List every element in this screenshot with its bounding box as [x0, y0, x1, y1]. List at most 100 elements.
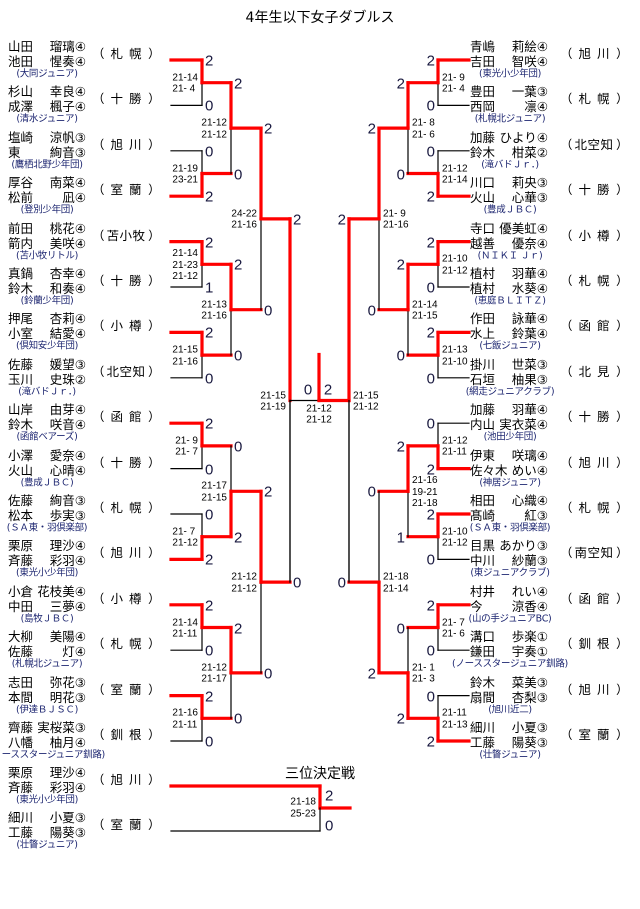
player-name: 吉田智咲④ [470, 53, 548, 69]
match-score: 1 [205, 279, 214, 297]
player-surname: 中川 [470, 553, 496, 569]
match-score: 0 [264, 665, 273, 683]
player-given-name: 涼香④ [511, 598, 548, 614]
paren-open: （ [92, 501, 105, 515]
paren-close: ） [616, 183, 628, 197]
player-surname: 池田 [8, 53, 34, 69]
paren-open: （ [560, 410, 573, 424]
match-score: 0 [396, 347, 405, 365]
player-name: 伊東咲璃④ [470, 449, 548, 462]
paren-close: ） [148, 592, 160, 606]
player-given-name: 羽華④ [511, 401, 548, 417]
club-name: (鷹栖北野少年団) [11, 159, 83, 171]
player-name: 鈴木柑菜② [470, 146, 548, 160]
player-name: 加藤ひより④ [470, 131, 548, 145]
player-surname: 鈴木 [8, 280, 34, 296]
club-name: (札幌北ジュニア) [474, 113, 546, 125]
player-name: 厚谷南菜④ [8, 176, 86, 190]
player-surname: 越善 [470, 235, 496, 251]
game-scores: 21-12 21-14 [442, 163, 468, 186]
player-surname: 鈴木 [8, 416, 34, 432]
club-name: (鈴蘭少年団) [20, 295, 74, 307]
match-score: 2 [234, 529, 243, 547]
match-score: 2 [293, 211, 302, 229]
game-scores: 21- 8 21- 6 [412, 117, 435, 141]
player-surname: 作田 [470, 311, 496, 327]
player-given-name: 絢音③ [49, 144, 86, 160]
match-score: 2 [205, 234, 214, 252]
paren-open: （ [92, 229, 105, 242]
player-name: 掛川世菜③ [470, 358, 548, 372]
player-name: 水上鈴葉④ [470, 328, 548, 341]
player-surname: 伊東 [470, 447, 496, 463]
player-given-name: 鈴葉④ [511, 326, 548, 342]
match-score: 0 [234, 166, 243, 183]
player-given-name: めい④ [511, 462, 548, 478]
player-surname: 植村 [470, 265, 496, 281]
city-label: 函館 [110, 410, 148, 424]
player-given-name: 愛奈④ [49, 447, 86, 463]
match-score: 2 [205, 188, 214, 206]
team-city: （旭川） [92, 139, 160, 152]
player-given-name: 羽華④ [511, 265, 548, 281]
team-city: （釧根） [92, 729, 160, 742]
paren-open: （ [92, 547, 105, 560]
paren-close: ） [616, 728, 628, 742]
game-scores: 21-15 21-19 [260, 390, 286, 413]
player-given-name: 理沙④ [49, 764, 86, 780]
team-city: （函館） [92, 411, 160, 424]
team-city: （十勝） [560, 411, 628, 424]
game-scores: 21-14 21- 4 [172, 72, 198, 95]
player-surname: 志田 [8, 674, 34, 690]
club-name: (壮瞥ジュニア) [16, 839, 78, 851]
match-score: 0 [426, 97, 435, 115]
player-surname: 松本 [8, 507, 34, 523]
club-name: (滝バドＪｒ．) [18, 386, 76, 398]
club-name: (滝バドＪｒ．) [481, 159, 539, 171]
player-name: 作田詠華④ [470, 313, 548, 326]
paren-close: ） [148, 547, 160, 560]
player-name: 栗原理沙④ [8, 540, 86, 553]
match-score: 2 [325, 787, 334, 805]
game-scores: 21-16 21-11 [172, 707, 198, 731]
game-scores: 21-18 21-14 [383, 571, 409, 595]
page-title: 4年生以下女子ダブルス [245, 10, 395, 26]
player-name: 鈴木菜美③ [470, 676, 548, 689]
player-given-name: 優奈④ [511, 235, 548, 251]
game-scores: 21-17 21-15 [201, 480, 227, 504]
player-given-name: 媛望③ [49, 356, 86, 372]
paren-close: ） [616, 456, 628, 469]
match-score: 2 [396, 75, 405, 93]
match-score: 0 [205, 642, 214, 660]
player-given-name: 幸良④ [49, 84, 86, 100]
player-name: 石垣柚果③ [470, 373, 548, 387]
match-score: 2 [205, 52, 214, 70]
player-surname: 大柳 [8, 628, 34, 644]
match-score: 2 [426, 234, 435, 252]
match-score: 2 [337, 211, 346, 229]
match-score: 0 [367, 302, 376, 320]
paren-open: （ [560, 592, 573, 606]
game-scores: 21-12 21-11 [442, 435, 468, 458]
player-surname: 吉田 [470, 53, 496, 69]
player-name: 豊田一葉③ [470, 86, 548, 99]
paren-open: （ [560, 274, 573, 288]
team-city: （北空知） [92, 366, 160, 379]
match-score: 2 [396, 256, 405, 274]
club-name: (東光小少年団) [478, 68, 542, 80]
club-name: (ＮＩＫＩ Ｊｒ) [477, 249, 543, 261]
player-name: 内山実衣菜④ [470, 418, 548, 432]
club-name: (函館ベアーズ) [16, 431, 78, 443]
player-name: 八幡柚月④ [8, 736, 86, 750]
city-label: 函館 [578, 320, 616, 333]
player-name: 佐々木めい④ [470, 464, 548, 477]
city-label: 旭川 [578, 683, 616, 696]
player-name: 村井れい④ [470, 585, 548, 599]
paren-close: ） [616, 547, 628, 560]
city-label: 札幌 [110, 637, 148, 651]
match-score: 0 [234, 438, 243, 456]
player-name: 齊藤実桜菜③ [8, 721, 86, 735]
paren-open: （ [560, 547, 573, 560]
player-given-name: 陽葵③ [511, 734, 548, 750]
